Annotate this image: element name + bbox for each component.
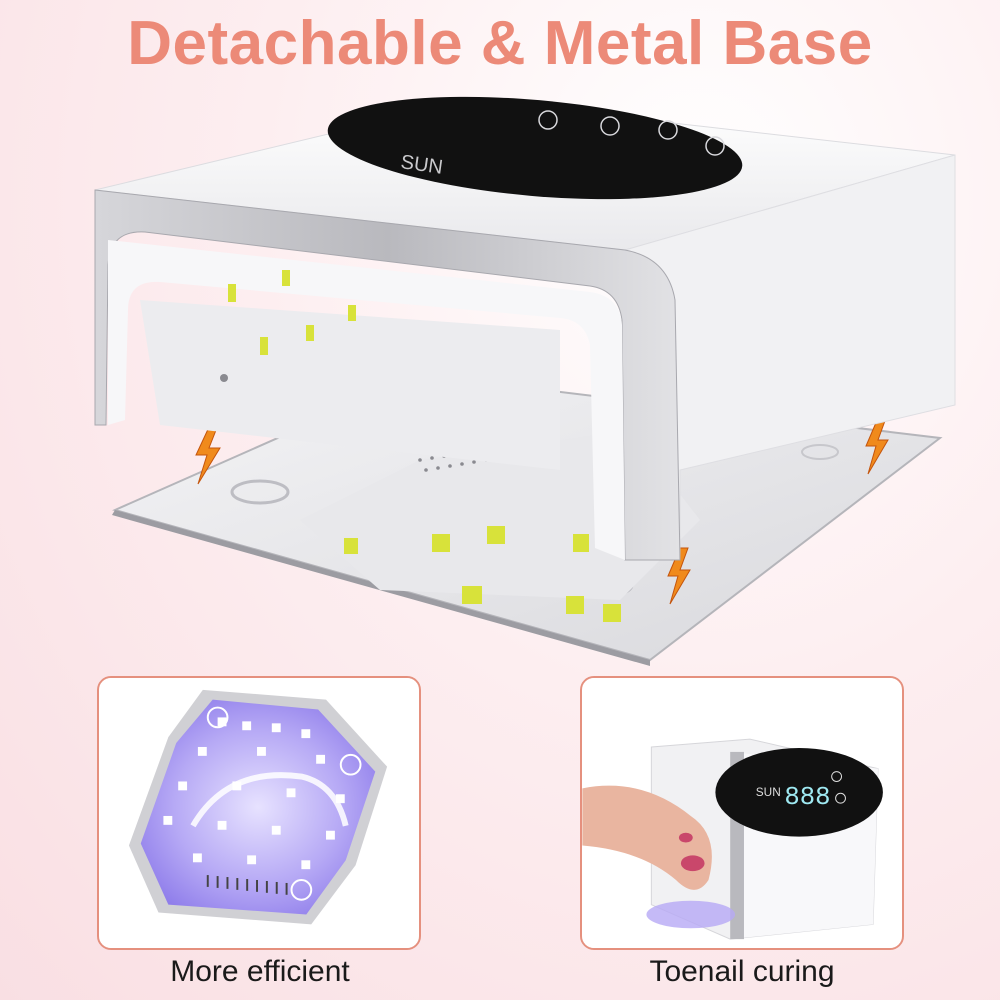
hero-illustration: SUN <box>94 96 956 666</box>
headline: Detachable & Metal Base <box>127 9 873 78</box>
led-chip <box>603 604 621 622</box>
led-chip <box>306 325 314 341</box>
lamp-shell: SUN <box>94 96 956 561</box>
led-chip <box>282 270 290 286</box>
timer-button-icon <box>831 771 843 782</box>
caption-toenail-curing: Toenail curing <box>649 955 835 988</box>
led-chip <box>344 538 358 554</box>
caption-more-efficient: More efficient <box>170 955 350 988</box>
led-chip <box>573 534 589 552</box>
control-panel <box>715 747 883 837</box>
control-panel <box>327 96 743 200</box>
led-chip <box>348 305 356 321</box>
card-more-efficient <box>97 676 421 950</box>
led-chip <box>487 526 505 544</box>
power-button-icon <box>538 110 725 156</box>
led-chip <box>228 284 236 302</box>
led-chip <box>260 337 268 355</box>
led-chip <box>462 586 482 604</box>
brand-logo: SUN <box>756 785 781 799</box>
card-toenail-curing: SUN 888 <box>580 676 904 950</box>
lightning-bolt-icon <box>667 547 691 605</box>
uv-chamber-illustration <box>99 678 419 948</box>
digital-display: 888 <box>784 783 830 812</box>
power-button-icon <box>835 792 846 804</box>
led-chip <box>432 534 450 552</box>
led-chip <box>566 596 584 614</box>
toenail-curing-illustration: SUN 888 <box>582 678 902 948</box>
